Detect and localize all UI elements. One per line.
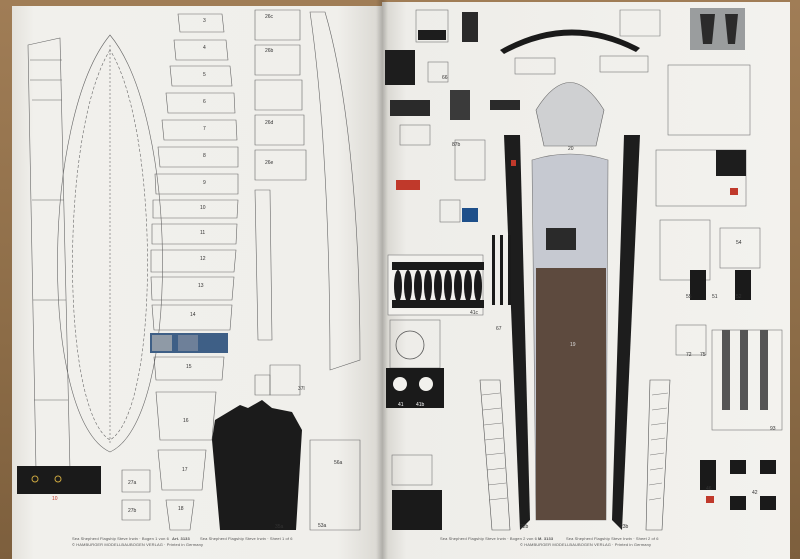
part-label: 22b [520, 524, 529, 530]
part-label: 52 [736, 294, 742, 300]
part-label: 10 [200, 205, 206, 211]
right-page-footer-title: Sea Shepherd Flagship Steve Irwin · Boge… [440, 536, 537, 541]
part-label: 8 [203, 153, 206, 159]
part-label: 26d [265, 120, 274, 126]
part-label: 11 [200, 230, 206, 236]
long-deck-strip [309, 11, 361, 371]
part-label: 19 [570, 342, 576, 348]
left-page-footer-title: Sea Shepherd Flagship Steve Irwin · Boge… [72, 536, 169, 541]
part-label: 15 [186, 364, 192, 370]
left-page-parts [27, 9, 361, 531]
right-page-footer-publisher: © HAMBURGER MODELLBAUBOGEN VERLAG · Prin… [520, 542, 652, 547]
part-label: 53a [318, 523, 327, 529]
arched-boom [500, 29, 640, 54]
part-label: 93 [770, 426, 776, 432]
right-page-footer-code: M. 3133 [538, 536, 554, 541]
hull-side-strip-black-left [504, 135, 530, 530]
stern-part [17, 466, 101, 494]
part-label: 17 [182, 467, 188, 473]
part-label: 35a [275, 524, 284, 530]
part-label: 87b [452, 142, 461, 148]
part-label: 18 [178, 506, 184, 512]
part-label: 41c [470, 310, 479, 316]
part-label: 51 [712, 294, 718, 300]
part-label: 4 [203, 45, 206, 51]
part-label: 5 [203, 72, 206, 78]
bow-silhouette-part [212, 400, 302, 530]
svg-text:10: 10 [52, 496, 58, 502]
part-label: 42 [752, 490, 758, 496]
part-label: 26e [265, 160, 274, 166]
left-page-footer-publisher: © HAMBURGER MODELLBAUBOGEN VERLAG · Prin… [72, 542, 204, 547]
part-label: 37l [298, 386, 305, 392]
hull-side-strip-black-right [612, 135, 640, 530]
part-label: 75 [700, 352, 706, 358]
part-label: 41 [398, 402, 404, 408]
part-label: 6 [203, 99, 206, 105]
right-page-footer-sheet: Sea Shepherd Flagship Steve Irwin · Shee… [566, 536, 659, 541]
hull-side-strip-left [27, 37, 71, 471]
ladder-strip-right [645, 379, 671, 531]
part-label: 3 [203, 18, 206, 24]
part-label: 27b [128, 508, 137, 514]
part-label: 41b [416, 402, 425, 408]
book-gutter [376, 0, 388, 559]
left-page-footer-code: Art. 3133 [172, 536, 190, 541]
part-label: 46 [706, 486, 712, 492]
part-label: 54 [736, 240, 742, 246]
left-page-footer-sheet: Sea Shepherd Flagship Steve Irwin · Shee… [200, 536, 293, 541]
part-label: 66 [442, 75, 448, 81]
part-label: 72 [686, 352, 692, 358]
part-label: 14 [190, 312, 196, 318]
right-page-parts [385, 8, 783, 531]
part-label: 26b [265, 48, 274, 54]
part-label: 16 [183, 418, 189, 424]
part-label: 26c [265, 14, 274, 20]
part-label: 20 [568, 146, 574, 152]
hull-bottom-plate [57, 34, 163, 453]
part-label: 12 [200, 256, 206, 262]
part-label: 9 [203, 180, 206, 186]
part-label: 7 [203, 126, 206, 132]
part-label: 56a [334, 460, 343, 466]
deck-wood-planking [536, 268, 606, 520]
bridge-deck-piece [535, 82, 605, 147]
part-label: 13 [198, 283, 204, 289]
part-label: 23b [620, 524, 629, 530]
part-label: 55 [686, 294, 692, 300]
part-label: 27a [128, 480, 137, 486]
ladder-strip-left [479, 379, 511, 531]
part-label: 67 [496, 326, 502, 332]
